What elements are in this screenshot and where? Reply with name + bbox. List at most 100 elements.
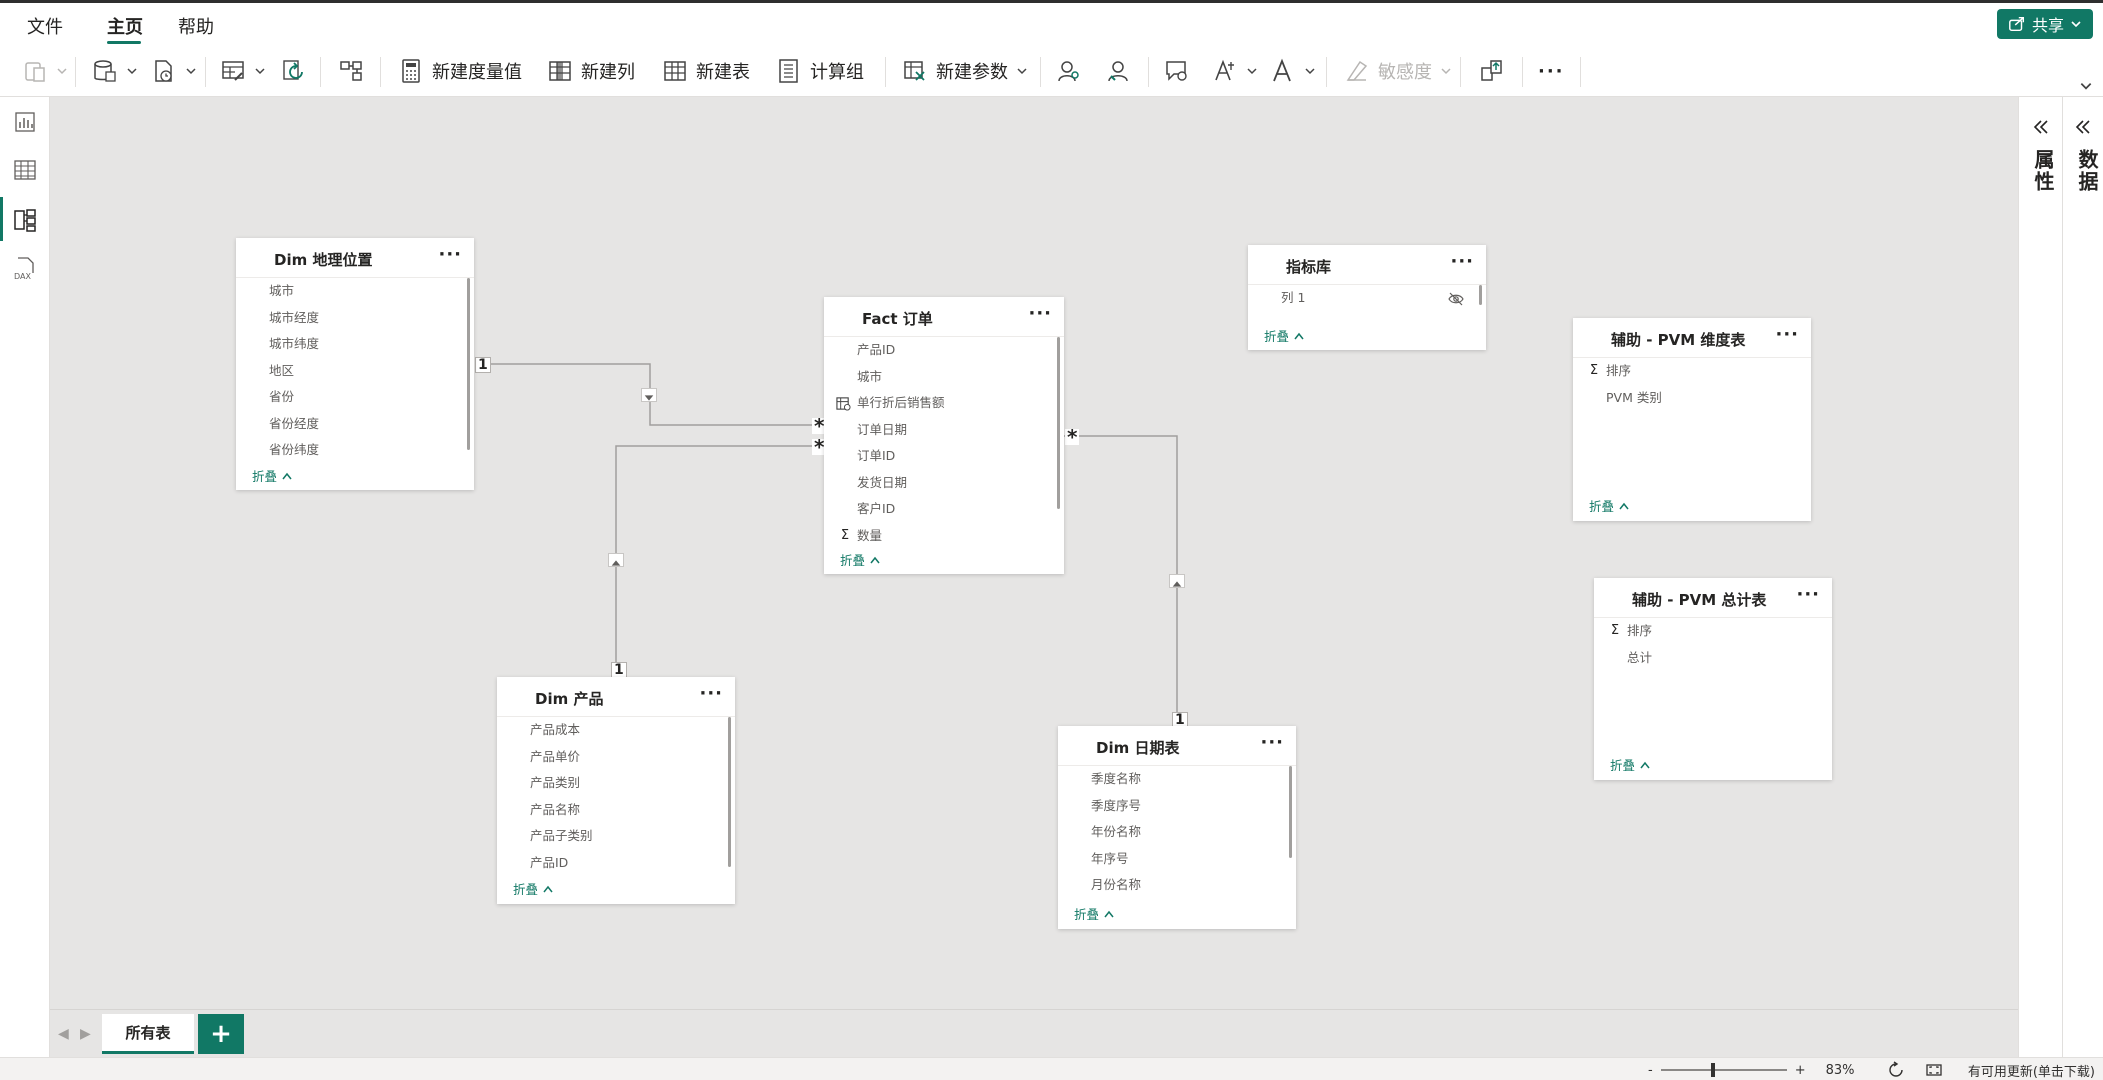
qa-setup-button[interactable] — [1164, 55, 1190, 87]
chevron-down-icon[interactable] — [2079, 79, 2093, 93]
field-row[interactable]: 总计 — [1594, 645, 1832, 672]
table-view-icon[interactable] — [12, 157, 38, 183]
filter-direction-marker[interactable] — [608, 553, 624, 567]
reset-zoom-icon[interactable] — [1887, 1061, 1905, 1079]
tab-scroll-left-icon[interactable]: ◀ — [58, 1026, 69, 1042]
field-row[interactable]: 月份名称 — [1058, 872, 1296, 899]
data-pane[interactable]: 数据 — [2062, 97, 2103, 1057]
more-options-icon[interactable]: ··· — [438, 244, 462, 265]
collapse-button[interactable]: 折叠 — [1589, 496, 1630, 515]
dax-query-view-icon[interactable]: DAX — [12, 255, 38, 281]
paste-button[interactable] — [22, 55, 68, 87]
field-row[interactable]: 列 1 — [1248, 285, 1486, 312]
field-row[interactable]: 产品单价 — [497, 744, 735, 771]
field-row[interactable]: 产品名称 — [497, 797, 735, 824]
new-column-button[interactable]: 新建列 — [547, 55, 635, 87]
field-list-scrollbar[interactable] — [1289, 766, 1292, 858]
tab-scroll-right-icon[interactable]: ▶ — [80, 1026, 91, 1042]
field-list-scrollbar[interactable] — [1057, 337, 1060, 509]
more-options-icon[interactable]: ··· — [1450, 251, 1474, 272]
collapse-button[interactable]: 折叠 — [252, 466, 293, 485]
manage-relationships-button[interactable] — [338, 55, 364, 87]
table-card-header[interactable]: Fact 订单 ··· — [824, 297, 1064, 337]
menu-home[interactable]: 主页 — [107, 17, 143, 38]
field-row[interactable]: 省份纬度 — [236, 437, 474, 464]
field-row[interactable]: Σ 数量 — [824, 523, 1064, 550]
field-row[interactable]: 产品ID — [824, 337, 1064, 364]
report-view-icon[interactable] — [12, 109, 38, 135]
table-card-dim-product[interactable]: Dim 产品 ··· 产品成本 产品单价 产品类别 产品名称 产品子类别 产品I… — [497, 677, 735, 904]
model-view-icon[interactable] — [12, 207, 38, 233]
table-card-header[interactable]: Dim 日期表 ··· — [1058, 726, 1296, 766]
field-list-scrollbar[interactable] — [728, 717, 731, 867]
collapse-button[interactable]: 折叠 — [1074, 904, 1115, 923]
field-row[interactable]: 城市纬度 — [236, 331, 474, 358]
field-row[interactable]: 订单日期 — [824, 417, 1064, 444]
more-options-icon[interactable]: ··· — [1028, 303, 1052, 324]
field-row[interactable]: 年份名称 — [1058, 819, 1296, 846]
new-table-button[interactable]: 新建表 — [662, 55, 750, 87]
more-options-icon[interactable]: ··· — [1775, 324, 1799, 345]
field-row[interactable]: 订单ID — [824, 443, 1064, 470]
expand-pane-icon[interactable] — [2031, 117, 2051, 137]
refresh-button[interactable] — [280, 55, 306, 87]
publish-button[interactable] — [1479, 55, 1505, 87]
table-card-header[interactable]: 指标库 ··· — [1248, 245, 1486, 285]
field-row[interactable]: 省份 — [236, 384, 474, 411]
field-row[interactable]: 季度序号 — [1058, 793, 1296, 820]
field-row[interactable]: 城市经度 — [236, 305, 474, 332]
manage-roles-button[interactable] — [1105, 55, 1131, 87]
recent-sources-button[interactable] — [151, 55, 197, 87]
collapse-button[interactable]: 折叠 — [513, 879, 554, 898]
menu-file[interactable]: 文件 — [27, 17, 63, 38]
update-available-link[interactable]: 有可用更新(单击下载) — [1967, 1065, 2095, 1080]
get-data-button[interactable] — [92, 55, 138, 87]
new-parameter-button[interactable]: 新建参数 — [902, 55, 1028, 87]
hidden-eye-icon[interactable] — [1448, 291, 1464, 307]
more-options-icon[interactable]: ··· — [1796, 584, 1820, 605]
field-row[interactable]: 客户ID — [824, 496, 1064, 523]
collapse-button[interactable]: 折叠 — [1264, 326, 1305, 345]
table-card-header[interactable]: Dim 地理位置 ··· — [236, 238, 474, 278]
field-row[interactable]: 产品ID — [497, 850, 735, 877]
field-row[interactable]: 年序号 — [1058, 846, 1296, 873]
more-options-button[interactable]: ··· — [1538, 60, 1565, 82]
table-card-header[interactable]: 辅助 - PVM 总计表 ··· — [1594, 578, 1832, 618]
linguistic-schema-button[interactable] — [1270, 55, 1316, 87]
fit-to-screen-icon[interactable] — [1925, 1061, 1943, 1079]
filter-direction-marker[interactable] — [641, 388, 657, 402]
field-row[interactable]: Σ 排序 — [1594, 618, 1832, 645]
expand-pane-icon[interactable] — [2073, 117, 2093, 137]
collapse-button[interactable]: 折叠 — [1610, 755, 1651, 774]
more-options-icon[interactable]: ··· — [699, 683, 723, 704]
field-row[interactable]: 产品类别 — [497, 770, 735, 797]
filter-direction-marker[interactable] — [1169, 574, 1185, 588]
view-as-button[interactable] — [1056, 55, 1082, 87]
field-list-scrollbar[interactable] — [1479, 285, 1482, 305]
field-row[interactable]: 省份经度 — [236, 411, 474, 438]
tab-all-tables[interactable]: 所有表 — [102, 1014, 194, 1054]
add-layout-button[interactable]: + — [198, 1014, 244, 1054]
zoom-in-button[interactable]: + — [1794, 1062, 1806, 1078]
field-row[interactable]: PVM 类别 — [1573, 385, 1811, 412]
field-row[interactable]: 城市 — [236, 278, 474, 305]
field-list-scrollbar[interactable] — [467, 278, 470, 450]
table-card-pvm-total[interactable]: 辅助 - PVM 总计表 ··· Σ 排序 总计 折叠 — [1594, 578, 1832, 780]
field-row[interactable]: 城市 — [824, 364, 1064, 391]
field-row[interactable]: 地区 — [236, 358, 474, 385]
field-row[interactable]: Σ 排序 — [1573, 358, 1811, 385]
more-options-icon[interactable]: ··· — [1260, 732, 1284, 753]
zoom-slider[interactable] — [1660, 1063, 1787, 1077]
field-row[interactable]: 产品成本 — [497, 717, 735, 744]
field-row[interactable]: 发货日期 — [824, 470, 1064, 497]
zoom-out-button[interactable]: - — [1648, 1062, 1653, 1078]
properties-pane[interactable]: 属性 — [2018, 97, 2062, 1057]
new-measure-button[interactable]: 新建度量值 — [398, 55, 522, 87]
field-row[interactable]: 产品子类别 — [497, 823, 735, 850]
field-row[interactable]: 单行折后销售额 — [824, 390, 1064, 417]
table-card-dim-date[interactable]: Dim 日期表 ··· 季度名称 季度序号 年份名称 年序号 月份名称 折叠 — [1058, 726, 1296, 929]
sensitivity-button[interactable]: 敏感度 — [1344, 55, 1452, 87]
collapse-button[interactable]: 折叠 — [840, 550, 881, 569]
zoom-slider-thumb[interactable] — [1710, 1063, 1715, 1077]
table-card-header[interactable]: 辅助 - PVM 维度表 ··· — [1573, 318, 1811, 358]
